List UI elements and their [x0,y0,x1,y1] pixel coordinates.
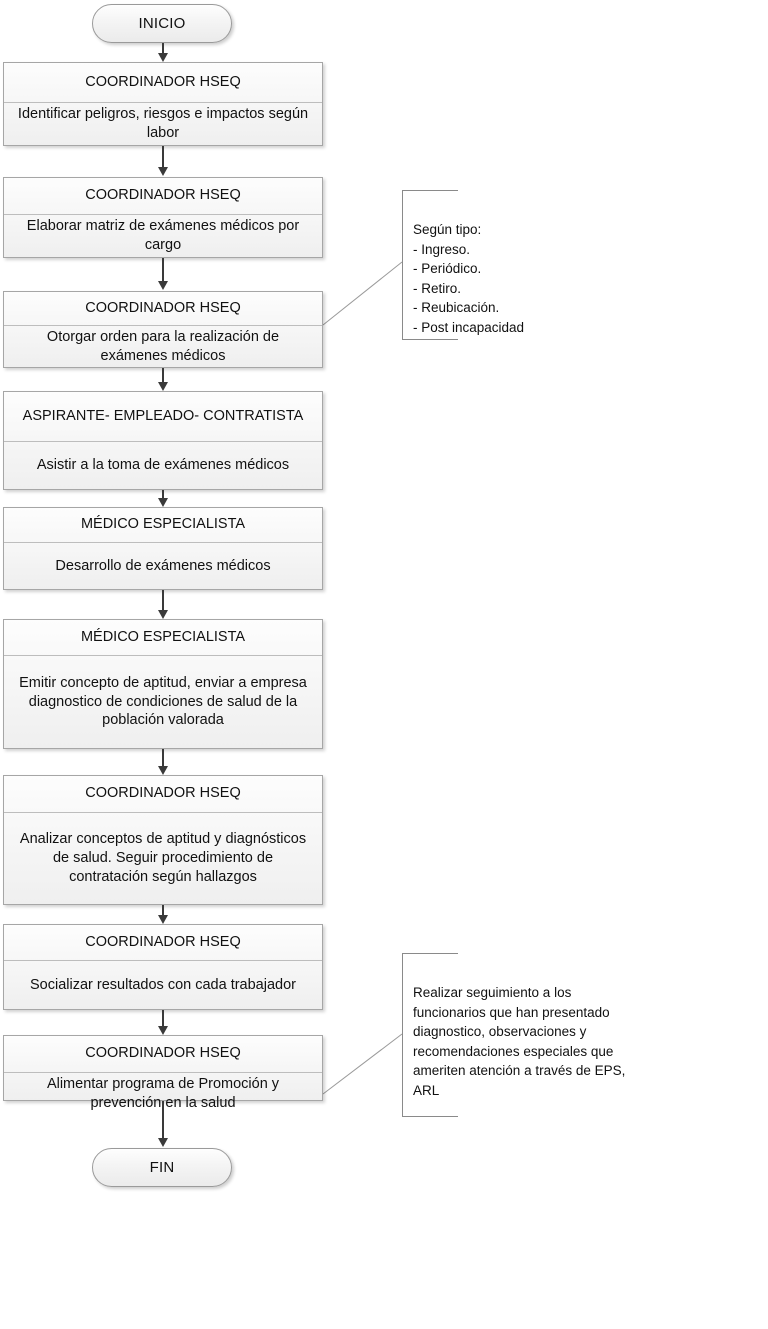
process-step-1[interactable]: COORDINADOR HSEQ Identificar peligros, r… [3,62,323,146]
annotation-note-seguimiento-text: Realizar seguimiento a los funcionarios … [413,985,626,1098]
arrow-head-icon [158,1026,168,1035]
process-step-3[interactable]: COORDINADOR HSEQ Otorgar orden para la r… [3,291,323,368]
process-step-4[interactable]: ASPIRANTE- EMPLEADO- CONTRATISTA Asistir… [3,391,323,490]
process-step-7[interactable]: COORDINADOR HSEQ Analizar conceptos de a… [3,775,323,905]
process-step-2[interactable]: COORDINADOR HSEQ Elaborar matriz de exám… [3,177,323,258]
connector-shaft [162,490,164,499]
process-step-3-action: Otorgar orden para la realización de exá… [46,329,280,364]
process-step-7-action: Analizar conceptos de aptitud y diagnóst… [19,831,307,885]
process-step-1-role: COORDINADOR HSEQ [4,63,322,103]
arrow-head-icon [158,610,168,619]
process-step-2-role: COORDINADOR HSEQ [4,178,322,215]
process-step-4-role: ASPIRANTE- EMPLEADO- CONTRATISTA [4,392,322,442]
process-step-2-action: Elaborar matriz de exámenes médicos por … [26,218,300,253]
process-step-1-action: Identificar peligros, riesgos e impactos… [17,106,309,141]
leader-line-note-1 [322,261,403,326]
annotation-note-seguimiento[interactable]: Realizar seguimiento a los funcionarios … [402,953,632,1117]
connector-shaft [162,368,164,383]
connector-shaft [162,1010,164,1027]
process-step-8-action: Socializar resultados con cada trabajado… [30,976,296,993]
arrow-head-icon [158,498,168,507]
process-step-7-role: COORDINADOR HSEQ [4,776,322,813]
process-step-9-role: COORDINADOR HSEQ [4,1036,322,1073]
annotation-note-tipos-examen[interactable]: Según tipo: - Ingreso. - Periódico. - Re… [402,190,632,340]
start-label: INICIO [138,15,186,32]
start-terminator[interactable]: INICIO [92,4,232,43]
process-step-5[interactable]: MÉDICO ESPECIALISTA Desarrollo de exámen… [3,507,323,590]
connector-shaft [162,590,164,611]
process-step-8-role: COORDINADOR HSEQ [4,925,322,961]
process-step-3-role: COORDINADOR HSEQ [4,292,322,326]
annotation-note-tipos-examen-text: Según tipo: - Ingreso. - Periódico. - Re… [413,222,525,335]
arrow-head-icon [158,167,168,176]
connector-shaft [162,1101,164,1139]
process-step-9[interactable]: COORDINADOR HSEQ Alimentar programa de P… [3,1035,323,1111]
process-step-6-role: MÉDICO ESPECIALISTA [4,620,322,656]
connector-shaft [162,258,164,282]
process-step-4-action: Asistir a la toma de exámenes médicos [36,457,290,474]
arrow-head-icon [158,382,168,391]
process-step-5-action: Desarrollo de exámenes médicos [55,557,271,574]
process-step-5-role: MÉDICO ESPECIALISTA [4,508,322,543]
leader-line-note-2 [322,1033,403,1095]
connector-shaft [162,43,164,54]
end-label: FIN [149,1159,175,1176]
arrow-head-icon [158,915,168,924]
connector-shaft [162,146,164,168]
process-step-6-action: Emitir concepto de aptitud, enviar a emp… [19,674,307,729]
arrow-head-icon [158,1138,168,1147]
arrow-head-icon [158,281,168,290]
process-step-8[interactable]: COORDINADOR HSEQ Socializar resultados c… [3,924,323,1010]
end-terminator[interactable]: FIN [92,1148,232,1187]
connector-shaft [162,749,164,767]
process-step-6[interactable]: MÉDICO ESPECIALISTA Emitir concepto de a… [3,619,323,749]
arrow-head-icon [158,53,168,62]
arrow-head-icon [158,766,168,775]
connector-shaft [162,905,164,916]
